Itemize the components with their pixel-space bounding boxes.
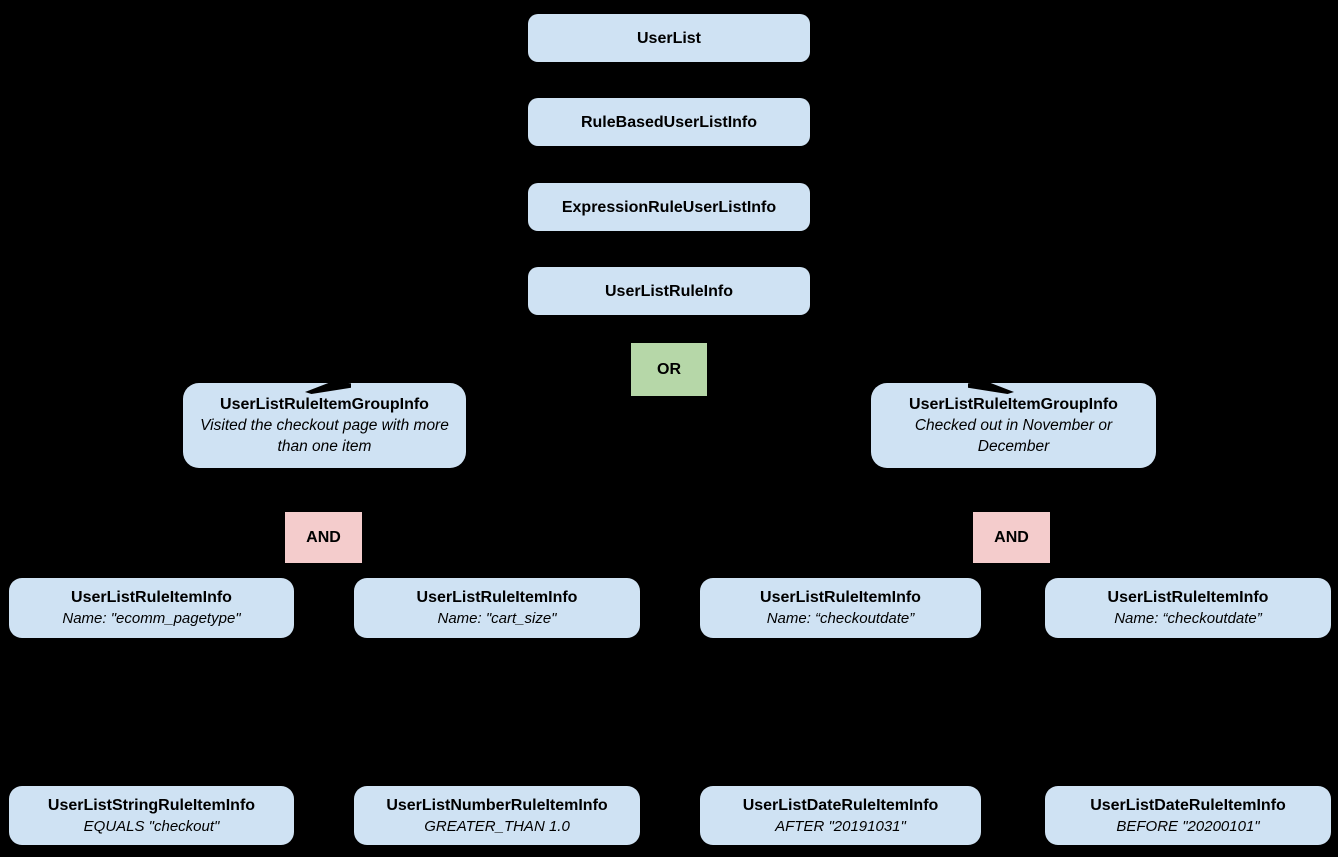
node-group-left-title: UserListRuleItemGroupInfo bbox=[220, 396, 429, 413]
and-operator-right-box: AND bbox=[973, 512, 1050, 563]
node-ruleitem-subtitle: Name: "cart_size" bbox=[437, 610, 557, 627]
node-group-left: UserListRuleItemGroupInfo Visited the ch… bbox=[183, 383, 466, 468]
node-rulebaseduserlistinfo: RuleBasedUserListInfo bbox=[528, 98, 810, 146]
node-typeditem-title: UserListDateRuleItemInfo bbox=[742, 796, 939, 814]
node-group-right-description: Checked out in November or December bbox=[914, 417, 1113, 455]
node-group-right-title: UserListRuleItemGroupInfo bbox=[909, 396, 1118, 413]
node-userlistruleinfo-label: UserListRuleInfo bbox=[604, 282, 733, 300]
node-ruleitem-ecomm-pagetype: UserListRuleItemInfo Name: "ecomm_pagety… bbox=[9, 578, 294, 638]
and-operator-left-label: AND bbox=[306, 528, 341, 546]
node-typeditem-title: UserListNumberRuleItemInfo bbox=[386, 796, 608, 814]
and-operator-left-box: AND bbox=[285, 512, 362, 563]
and-operator-right-label: AND bbox=[994, 528, 1029, 546]
node-dateruleitem-after: UserListDateRuleItemInfo AFTER "20191031… bbox=[700, 786, 981, 845]
node-typeditem-subtitle: AFTER "20191031" bbox=[775, 817, 906, 835]
node-numberruleitem: UserListNumberRuleItemInfo GREATER_THAN … bbox=[354, 786, 640, 845]
node-userlistruleinfo: UserListRuleInfo bbox=[528, 267, 810, 315]
node-ruleitem-checkoutdate-2: UserListRuleItemInfo Name: “checkoutdate… bbox=[1045, 578, 1331, 638]
node-ruleitem-cart-size: UserListRuleItemInfo Name: "cart_size" bbox=[354, 578, 640, 638]
node-userlist: UserList bbox=[528, 14, 810, 62]
node-typeditem-title: UserListDateRuleItemInfo bbox=[1090, 796, 1286, 814]
node-typeditem-title: UserListStringRuleItemInfo bbox=[47, 796, 256, 814]
node-ruleitem-subtitle: Name: "ecomm_pagetype" bbox=[62, 610, 241, 627]
or-operator-box: OR bbox=[631, 343, 707, 396]
node-ruleitem-title: UserListRuleItemInfo bbox=[416, 589, 578, 606]
node-ruleitem-checkoutdate-1: UserListRuleItemInfo Name: “checkoutdate… bbox=[700, 578, 981, 638]
node-expressionruleuserlistinfo-label: ExpressionRuleUserListInfo bbox=[561, 198, 777, 216]
node-group-right: UserListRuleItemGroupInfo Checked out in… bbox=[871, 383, 1156, 468]
node-stringruleitem: UserListStringRuleItemInfo EQUALS "check… bbox=[9, 786, 294, 845]
node-ruleitem-title: UserListRuleItemInfo bbox=[760, 589, 921, 606]
node-typeditem-subtitle: EQUALS "checkout" bbox=[83, 817, 220, 835]
node-expressionruleuserlistinfo: ExpressionRuleUserListInfo bbox=[528, 183, 810, 231]
node-ruleitem-title: UserListRuleItemInfo bbox=[1107, 589, 1269, 606]
node-userlist-label: UserList bbox=[636, 29, 702, 47]
node-dateruleitem-before: UserListDateRuleItemInfo BEFORE "2020010… bbox=[1045, 786, 1331, 845]
node-ruleitem-subtitle: Name: “checkoutdate” bbox=[766, 610, 915, 627]
or-operator-label: OR bbox=[657, 360, 681, 378]
node-rulebaseduserlistinfo-label: RuleBasedUserListInfo bbox=[580, 113, 758, 131]
node-typeditem-subtitle: BEFORE "20200101" bbox=[1116, 817, 1260, 835]
node-ruleitem-subtitle: Name: “checkoutdate” bbox=[1114, 610, 1262, 627]
node-group-left-description: Visited the checkout page with more than… bbox=[200, 417, 449, 455]
node-ruleitem-title: UserListRuleItemInfo bbox=[71, 589, 232, 606]
node-typeditem-subtitle: GREATER_THAN 1.0 bbox=[424, 817, 570, 835]
